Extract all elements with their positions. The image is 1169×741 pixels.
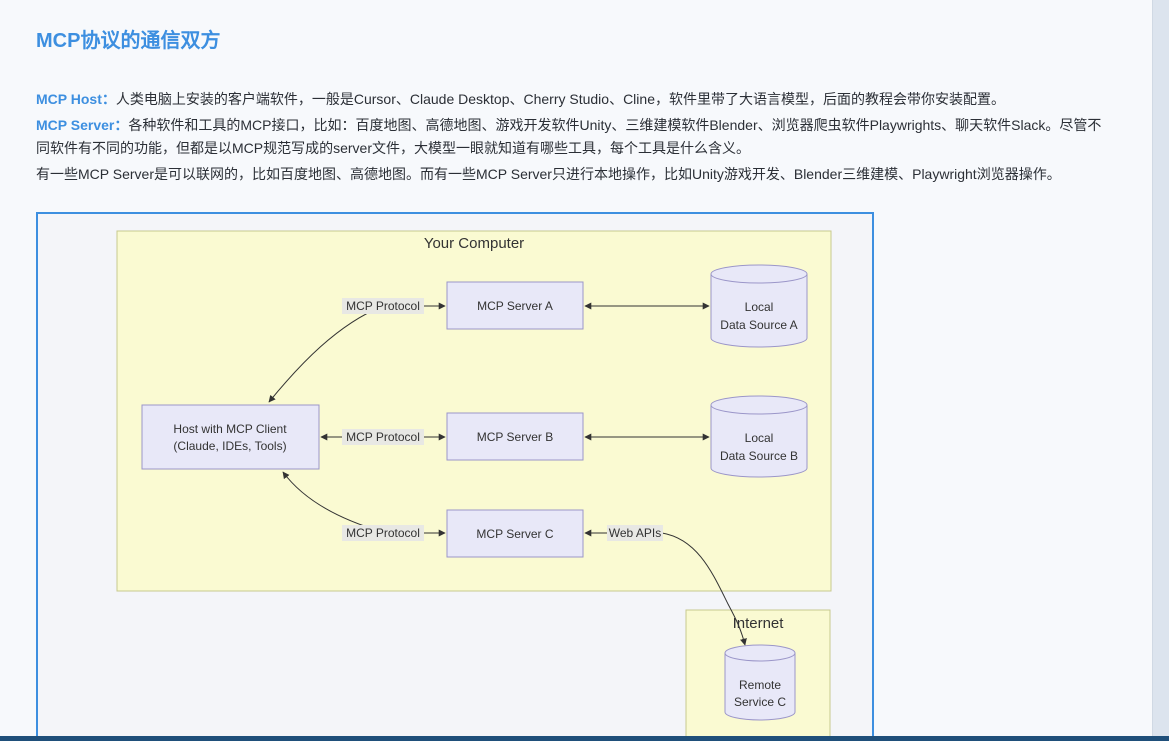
protocol-c-label-bg bbox=[342, 525, 424, 541]
mcp-host-label: MCP Host： bbox=[36, 91, 116, 107]
protocol-b-label-bg bbox=[342, 429, 424, 445]
protocol-a-label: MCP Protocol bbox=[346, 299, 420, 313]
web-apis-label: Web APIs bbox=[609, 526, 661, 540]
mcp-server-label: MCP Server： bbox=[36, 117, 129, 133]
server-a-node bbox=[446, 281, 584, 330]
source-b-line2: Data Source B bbox=[720, 449, 798, 463]
source-a-line1: Local bbox=[745, 300, 774, 314]
server-a-label: MCP Server A bbox=[477, 299, 553, 313]
internet-label: Internet bbox=[733, 615, 785, 632]
host-label-line2: (Claude, IDEs, Tools) bbox=[173, 439, 286, 453]
remote-line2: Service C bbox=[734, 695, 786, 709]
remote-line1: Remote bbox=[739, 678, 781, 692]
local-data-source-a: Local Data Source A bbox=[710, 264, 808, 348]
network-paragraph: 有一些MCP Server是可以联网的，比如百度地图、高德地图。而有一些MCP … bbox=[36, 166, 1061, 182]
local-data-source-b: Local Data Source B bbox=[710, 395, 808, 478]
your-computer-label: Your Computer bbox=[424, 235, 524, 252]
server-c-label: MCP Server C bbox=[476, 527, 553, 541]
diagram-svg: Your Computer Internet Host with MCP Cli… bbox=[116, 230, 832, 738]
section-title: MCP协议的通信双方 bbox=[36, 30, 221, 52]
source-a-line2: Data Source A bbox=[720, 318, 797, 332]
server-b-label: MCP Server B bbox=[477, 430, 553, 444]
bottom-bar bbox=[0, 736, 1169, 741]
mcp-architecture-diagram: Your Computer Internet Host with MCP Cli… bbox=[36, 212, 874, 738]
source-b-line1: Local bbox=[745, 431, 774, 445]
mcp-host-paragraph: MCP Host：人类电脑上安装的客户端软件，一般是Cursor、Claude … bbox=[36, 88, 1106, 111]
protocol-a-label-bg bbox=[342, 298, 424, 314]
mcp-host-text: 人类电脑上安装的客户端软件，一般是Cursor、Claude Desktop、C… bbox=[115, 91, 1005, 107]
mcp-server-text: 各种软件和工具的MCP接口，比如：百度地图、高德地图、游戏开发软件Unity、三… bbox=[36, 117, 1102, 156]
edge-web-apis-to-remote bbox=[661, 532, 747, 646]
protocol-c-label: MCP Protocol bbox=[346, 526, 420, 540]
web-apis-label-bg bbox=[607, 525, 663, 541]
server-b-node bbox=[446, 412, 584, 461]
remote-service-c: Remote Service C bbox=[724, 644, 796, 721]
mcp-server-paragraph: MCP Server：各种软件和工具的MCP接口，比如：百度地图、高德地图、游戏… bbox=[36, 114, 1106, 160]
protocol-b-label: MCP Protocol bbox=[346, 430, 420, 444]
server-c-node bbox=[446, 509, 584, 558]
host-node bbox=[141, 404, 320, 470]
host-label-line1: Host with MCP Client bbox=[173, 422, 287, 436]
right-scroll-rail[interactable] bbox=[1152, 0, 1169, 741]
